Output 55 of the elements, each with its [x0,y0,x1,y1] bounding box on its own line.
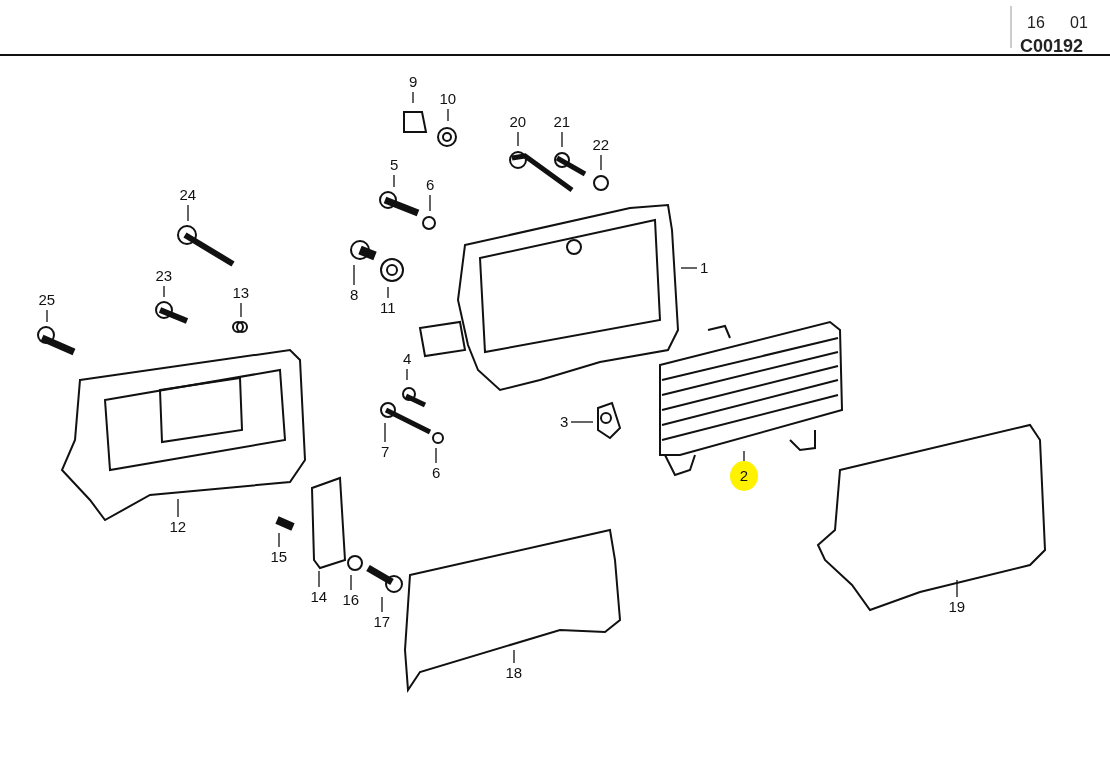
leader-line [177,498,179,518]
callout-number: 24 [178,186,198,204]
leader-line [429,194,431,212]
leader-line [350,574,352,591]
callout-number: 1 [699,259,710,277]
leader-line [46,309,48,323]
page-number: 01 [1070,14,1088,32]
callout-number: 21 [552,113,572,131]
leader-line [517,131,519,147]
leader-line [353,264,355,286]
leader-line [743,450,745,462]
callout-number: 8 [349,286,360,304]
leader-line [187,204,189,222]
callout-number: 12 [168,518,188,536]
callout-number: 6 [425,176,436,194]
callout-number: 22 [591,136,611,154]
callout-number: 25 [37,291,57,309]
callout-number: 10 [438,90,458,108]
leader-line [384,422,386,443]
callout-number: 4 [402,350,413,368]
callout-number: 14 [309,588,329,606]
page-number: 16 [1027,14,1045,32]
leader-line [318,570,320,588]
callout-number: 9 [408,73,419,91]
leader-line [513,649,515,664]
leader-line [447,108,449,122]
leader-line [240,302,242,318]
callout-number: 19 [947,598,967,616]
leader-line [278,532,280,548]
leader-line [393,174,395,188]
leader-line [570,421,594,423]
callout-number: 11 [379,299,397,317]
leader-line [561,131,563,148]
leader-line [412,91,414,104]
leader-line [600,154,602,171]
callout-number: 18 [504,664,524,682]
leader-line [406,368,408,381]
drawing-number: C00192 [1020,36,1084,57]
callout-number: 20 [508,113,528,131]
callout-number: 15 [269,548,289,566]
leader-line [163,285,165,298]
callout-number: 6 [431,464,442,482]
leader-line [956,579,958,598]
leader-line [435,447,437,464]
callout-number: 5 [389,156,400,174]
callout-number: 13 [231,284,251,302]
callout-number: 16 [341,591,361,609]
callout-number: 2 [730,461,758,491]
leader-line [680,267,698,269]
callout-number: 23 [154,267,174,285]
callout-number: 7 [380,443,391,461]
leader-line [387,286,389,299]
callout-number: 17 [372,613,392,631]
callout-number: 3 [559,413,570,431]
leader-line [381,596,383,613]
